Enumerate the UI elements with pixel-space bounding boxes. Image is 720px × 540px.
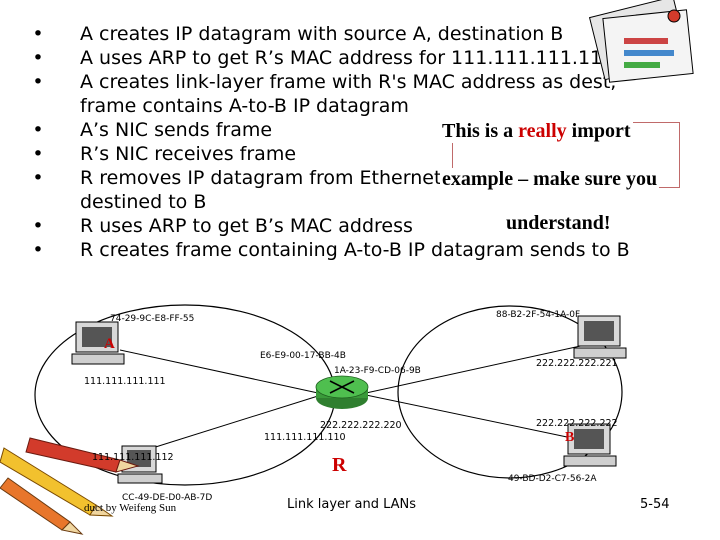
lan2-ellipse <box>397 305 623 479</box>
bullet-item: •R creates frame containing A-to-B IP da… <box>32 239 630 261</box>
pencils-clipart-icon <box>0 437 140 535</box>
host-c-ip: 111.111.111.112 <box>92 452 174 463</box>
host-a-label: A <box>104 336 115 352</box>
bullet-item: •A’s NIC sends frame <box>32 119 273 141</box>
link-router-c <box>145 395 319 451</box>
bullet-text: A’s NIC sends frame <box>80 119 273 141</box>
callout-line-3: understand! <box>506 212 611 234</box>
papers-clipart-icon <box>588 0 694 83</box>
host-b-top-computer-icon <box>573 315 627 359</box>
bullet-text: A uses ARP to get R’s MAC address for 11… <box>80 47 615 69</box>
bullet-item: •A uses ARP to get R’s MAC address for 1… <box>32 47 615 69</box>
host-b-top-ip: 222.222.222.221 <box>536 358 618 369</box>
bullet-text: R uses ARP to get B’s MAC address <box>80 215 413 237</box>
link-a-router <box>119 349 319 394</box>
link-router-b2 <box>365 394 568 438</box>
callout-line-2: example – make sure you <box>440 168 660 191</box>
bullet-text: A creates IP datagram with source A, des… <box>80 23 564 45</box>
bullet-item: •A creates IP datagram with source A, de… <box>32 23 564 45</box>
router-icon <box>315 375 369 409</box>
callout-line-1: This is a really import <box>440 120 633 143</box>
bullet-item: •A creates link-layer frame with R's MAC… <box>32 71 617 117</box>
host-b-mac: 49-BD-D2-C7-56-2A <box>508 474 597 484</box>
host-c-mac: CC-49-DE-D0-AB-7D <box>122 493 213 503</box>
bullet-item: •R uses ARP to get B’s MAC address <box>32 215 413 237</box>
router-mac-right: 1A-23-F9-CD-06-9B <box>334 366 421 376</box>
host-a-mac: 74-29-9C-E8-FF-55 <box>110 314 195 324</box>
footer-credit: duct by Weifeng Sun <box>84 502 177 514</box>
page-number: 5-54 <box>640 497 670 512</box>
host-a-ip: 111.111.111.111 <box>84 376 166 387</box>
router-ip-right: 222.222.222.220 <box>320 420 402 431</box>
bullet-text: R creates frame containing A-to-B IP dat… <box>80 239 630 261</box>
bullet-item: •R’s NIC receives frame <box>32 143 297 165</box>
bullet-text: A creates link-layer frame with R's MAC … <box>80 71 617 117</box>
router-mac-left: E6-E9-00-17-BB-4B <box>260 351 346 361</box>
router-label: R <box>332 454 347 476</box>
host-b-top-mac: 88-B2-2F-54-1A-0F <box>496 310 581 320</box>
host-a-computer-icon <box>71 321 125 365</box>
router-ip-left: 111.111.111.110 <box>264 432 346 443</box>
link-router-b <box>365 344 586 394</box>
host-b-label: B <box>565 430 575 445</box>
bullet-text: R’s NIC receives frame <box>80 143 297 165</box>
host-b-ip: 222.222.222.222 <box>536 418 618 429</box>
callout-emphasis: really <box>518 120 567 142</box>
footer-title: Link layer and LANs <box>287 497 417 512</box>
host-b-computer-icon <box>563 423 617 467</box>
